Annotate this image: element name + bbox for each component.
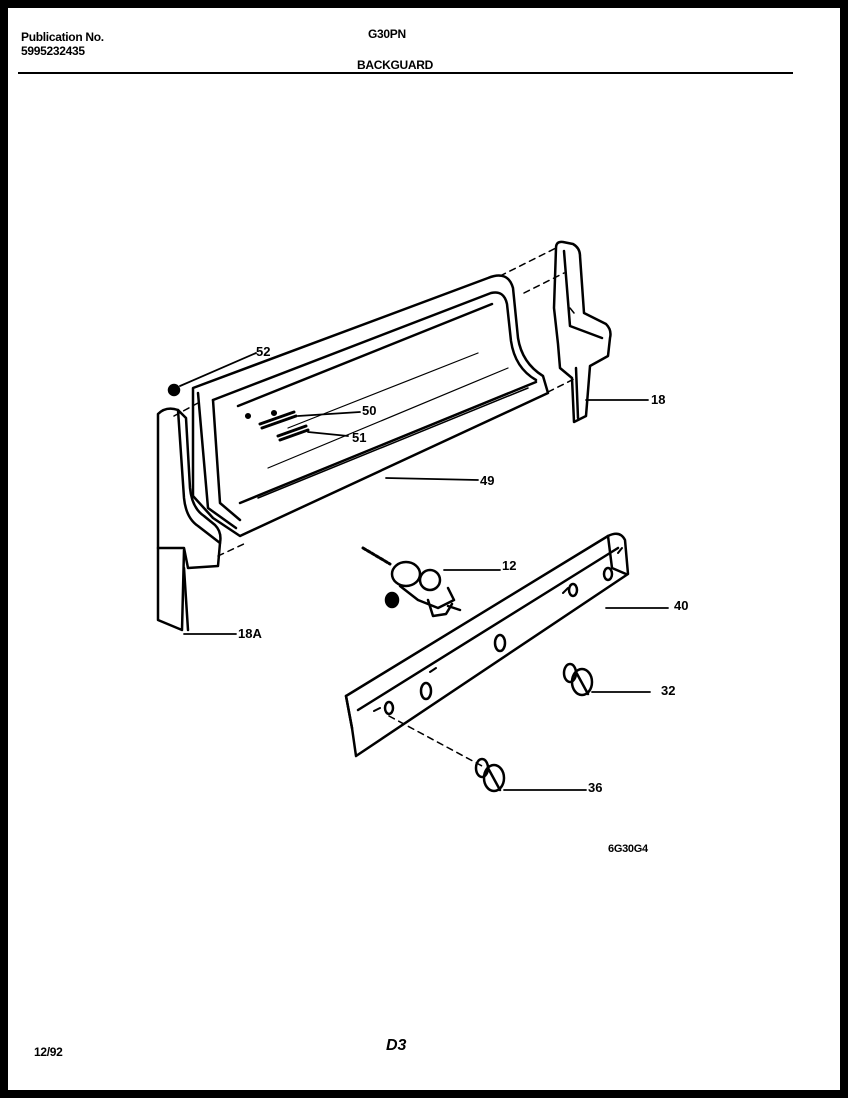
- callout-18: 18: [651, 392, 666, 407]
- publication-number: 5995232435: [21, 44, 85, 58]
- callout-36: 36: [588, 780, 603, 795]
- backguard-panel: [191, 274, 550, 538]
- page-code: D3: [386, 1037, 407, 1054]
- callout-18a: 18A: [238, 626, 262, 641]
- knob-32: [562, 662, 594, 697]
- callout-52: 52: [256, 344, 271, 359]
- leader-49: [385, 477, 479, 481]
- section-title: BACKGUARD: [357, 58, 433, 72]
- knob-36: [388, 715, 506, 793]
- callout-40: 40: [674, 598, 689, 613]
- callout-32: 32: [661, 683, 676, 698]
- callout-49: 49: [480, 473, 495, 488]
- callout-51: 51: [352, 430, 367, 445]
- left-end-cap: [156, 407, 222, 632]
- model-number: G30PN: [368, 27, 406, 41]
- parts-diagram-page: Publication No. 5995232435 G30PN BACKGUA…: [8, 8, 840, 1090]
- panel-assembly-lines: [173, 247, 577, 557]
- drawing-code: 6G30G4: [608, 843, 648, 855]
- screw-52: [167, 352, 257, 397]
- leader-lines: [183, 399, 669, 791]
- right-end-cap: [552, 240, 612, 424]
- callout-50: 50: [362, 403, 377, 418]
- valve-assembly: [361, 546, 462, 618]
- header-rule: [18, 72, 793, 74]
- clip-50-51: [244, 409, 361, 442]
- exploded-view-drawing: [156, 240, 669, 793]
- callout-12: 12: [502, 558, 517, 573]
- publication-label: Publication No.: [21, 30, 104, 44]
- revision-date: 12/92: [34, 1045, 63, 1059]
- control-panel-bar: [344, 532, 630, 758]
